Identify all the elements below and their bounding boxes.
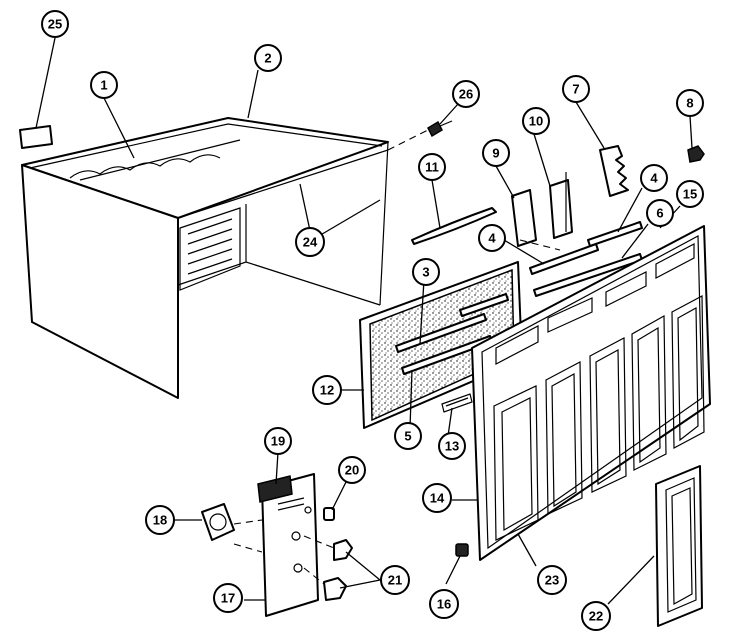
rod-11 (411, 207, 497, 245)
svg-text:2: 2 (264, 51, 271, 66)
callout-18: 18 (145, 505, 175, 535)
svg-text:17: 17 (221, 591, 235, 606)
fan-18 (201, 503, 235, 541)
callout-24: 24 (295, 227, 325, 257)
svg-text:12: 12 (320, 383, 334, 398)
callout-6: 6 (646, 199, 674, 227)
svg-text:19: 19 (271, 434, 285, 449)
assembly-lines (233, 129, 561, 585)
callout-2: 2 (254, 44, 282, 72)
callout-23: 23 (537, 565, 567, 595)
svg-text:15: 15 (683, 187, 697, 202)
svg-text:14: 14 (430, 491, 445, 506)
svg-text:20: 20 (345, 463, 359, 478)
knob-20 (323, 507, 335, 521)
knob-16 (455, 543, 469, 557)
callout-4-upper: 4 (640, 164, 668, 192)
screw-part (427, 120, 453, 138)
callout-5: 5 (394, 422, 422, 450)
top-rail-grille (29, 123, 383, 181)
callout-8: 8 (676, 89, 704, 117)
svg-text:6: 6 (656, 206, 663, 221)
bracket-10 (549, 172, 573, 239)
callout-7: 7 (562, 75, 590, 103)
knob-21-upper (333, 539, 353, 561)
clip-strip-7 (599, 145, 629, 197)
svg-text:22: 22 (589, 609, 603, 624)
svg-text:24: 24 (303, 235, 318, 250)
bracket-9 (511, 189, 537, 247)
callout-22: 22 (581, 601, 611, 631)
callout-26: 26 (452, 80, 480, 108)
svg-text:13: 13 (445, 439, 459, 454)
svg-text:16: 16 (437, 597, 451, 612)
callout-9: 9 (482, 139, 510, 167)
callout-3: 3 (412, 258, 440, 286)
callout-20: 20 (338, 456, 366, 484)
callouts: 25 1 2 26 7 8 10 9 11 4 15 6 4 24 3 12 5… (41, 10, 704, 631)
callout-19: 19 (264, 427, 292, 455)
svg-text:26: 26 (459, 87, 473, 102)
svg-text:10: 10 (529, 114, 543, 129)
svg-text:25: 25 (48, 17, 62, 32)
knob-21-lower (323, 577, 347, 601)
svg-text:23: 23 (545, 573, 559, 588)
svg-text:7: 7 (572, 82, 579, 97)
callout-10: 10 (522, 107, 550, 135)
callout-17: 17 (213, 583, 243, 613)
svg-text:4: 4 (488, 231, 496, 246)
strip-4-upper (587, 221, 643, 247)
callout-4-lower: 4 (478, 224, 506, 252)
access-door (655, 465, 703, 627)
callout-1: 1 (90, 71, 118, 99)
svg-text:3: 3 (422, 265, 429, 280)
control-panel (257, 473, 319, 617)
svg-text:4: 4 (650, 171, 658, 186)
callout-15: 15 (676, 180, 704, 208)
callout-11: 11 (418, 153, 446, 181)
callout-21: 21 (380, 565, 410, 595)
callout-13: 13 (438, 432, 466, 460)
svg-text:5: 5 (404, 429, 411, 444)
rear-grille (179, 207, 241, 291)
callout-16: 16 (429, 589, 459, 619)
svg-text:18: 18 (153, 513, 167, 528)
svg-text:9: 9 (492, 146, 499, 161)
retainer-13 (441, 393, 473, 413)
callout-25: 25 (41, 10, 69, 38)
svg-text:8: 8 (686, 96, 693, 111)
svg-text:11: 11 (425, 160, 439, 175)
cabinet-shell (21, 117, 389, 399)
filter-panel (359, 261, 523, 429)
strip-4-lower (529, 243, 599, 275)
label-tag (19, 125, 53, 149)
svg-text:21: 21 (388, 573, 402, 588)
callout-12: 12 (312, 375, 342, 405)
callout-14: 14 (422, 483, 452, 513)
front-panel (471, 225, 711, 561)
svg-text:1: 1 (100, 78, 107, 93)
clip-8 (687, 145, 705, 163)
